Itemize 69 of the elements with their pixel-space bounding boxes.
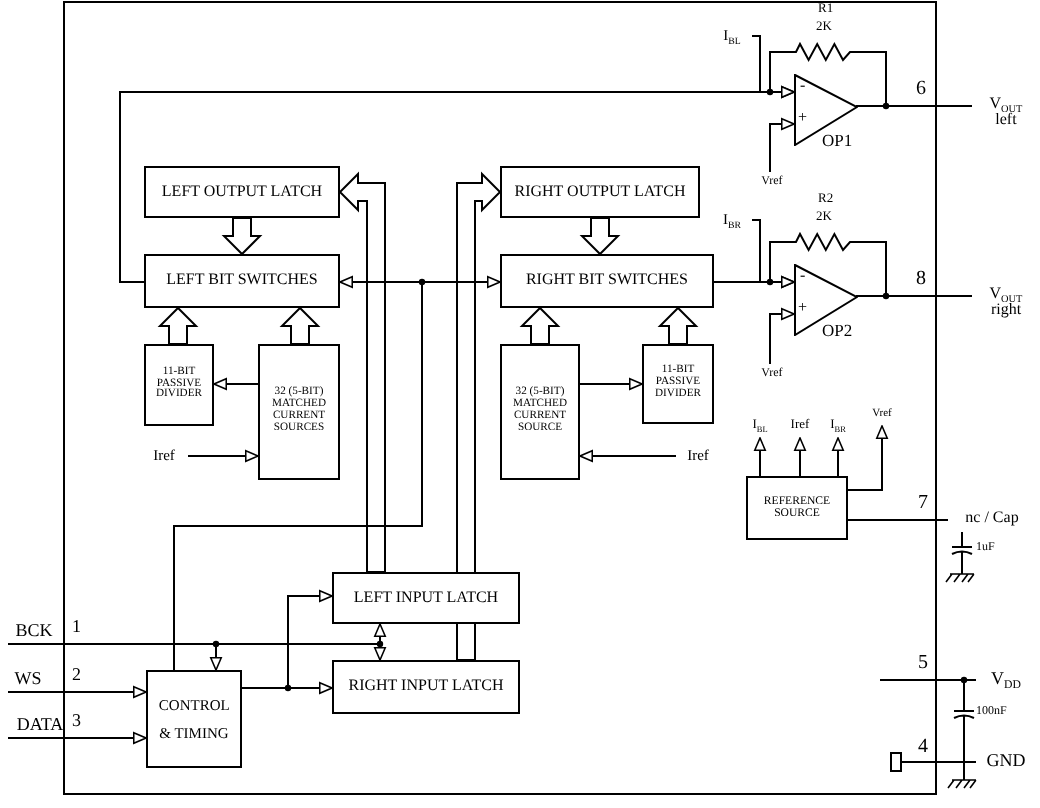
latch-box xyxy=(144,166,340,218)
block-label: LEFT INPUT LATCH xyxy=(353,589,499,607)
arrow xyxy=(241,681,333,695)
block-arrow xyxy=(579,217,621,256)
wire xyxy=(901,761,977,763)
pin-name: BCK xyxy=(15,622,53,642)
reference-block xyxy=(746,476,848,540)
arrow xyxy=(769,117,795,173)
part-label: 7 xyxy=(918,494,928,514)
block-label: LEFT BIT SWITCHES xyxy=(166,272,318,290)
part-label: 3 xyxy=(72,712,81,730)
wire xyxy=(879,679,977,681)
arrow xyxy=(769,307,795,365)
block-label: RIGHT INPUT LATCH xyxy=(348,678,504,696)
part-label: + xyxy=(798,300,808,316)
part-label: 5 xyxy=(918,654,928,674)
pin-name: WS xyxy=(14,670,42,690)
arrow xyxy=(213,377,259,391)
part-label: 8 xyxy=(916,270,926,290)
pin-name: V$_{OUT}$ left xyxy=(989,95,1023,129)
part-label: 6 xyxy=(916,80,926,100)
part-label: - xyxy=(800,268,806,284)
latch-box xyxy=(332,572,520,624)
divider-block xyxy=(144,344,214,426)
pin-name: GND xyxy=(986,752,1026,772)
wire xyxy=(847,519,949,521)
block-arrow xyxy=(221,217,263,256)
part-label: + xyxy=(798,110,808,126)
block-arrow xyxy=(157,306,199,345)
part-label: 4 xyxy=(918,738,928,758)
arrow xyxy=(753,437,767,477)
block-label: RIGHT OUTPUT LATCH xyxy=(514,183,686,201)
arrow xyxy=(7,643,387,661)
arrow xyxy=(847,425,889,491)
arrow xyxy=(751,35,795,99)
arrow xyxy=(7,685,147,699)
current-source-block xyxy=(258,344,340,480)
block-label: RIGHT BIT SWITCHES xyxy=(525,272,689,290)
switch-block xyxy=(500,254,714,308)
arrow xyxy=(751,219,795,289)
block-arrow xyxy=(657,306,699,345)
current-source-block xyxy=(500,344,580,480)
part-label: 1 xyxy=(72,618,81,636)
pin-name: DATA xyxy=(16,716,64,736)
op-amp-label: OP1 xyxy=(822,130,853,150)
part-label: - xyxy=(800,78,806,94)
latch-box xyxy=(332,660,520,714)
arrow xyxy=(187,449,259,463)
pin-name: nc / Cap xyxy=(965,509,1019,527)
op-amp-label: OP2 xyxy=(822,320,853,340)
switch-block xyxy=(144,254,340,308)
block-arrow xyxy=(279,306,321,345)
part-label: 2 xyxy=(72,666,81,684)
ground-pad xyxy=(890,752,902,772)
arrow xyxy=(579,449,677,463)
arrow xyxy=(579,377,643,391)
divider-block xyxy=(642,344,714,424)
arrow xyxy=(7,731,147,745)
arrow xyxy=(793,437,807,477)
control-block xyxy=(146,670,242,768)
wire xyxy=(855,295,973,297)
latch-box xyxy=(500,166,700,218)
block-label: LEFT OUTPUT LATCH xyxy=(161,183,323,201)
block-arrow xyxy=(519,306,561,345)
pin-name: V$_{DD}$ xyxy=(991,670,1021,690)
arrow xyxy=(831,437,845,477)
block-arrow xyxy=(338,171,386,573)
wire xyxy=(855,105,973,107)
pin-name: V$_{OUT}$ right xyxy=(989,285,1023,319)
